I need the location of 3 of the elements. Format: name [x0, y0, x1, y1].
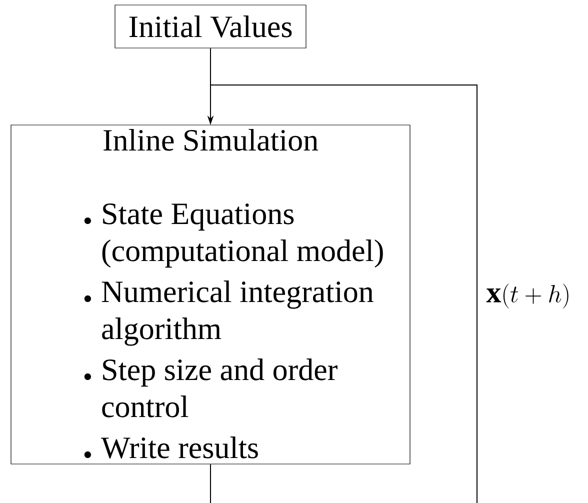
process-box: Inline Simulation State Equations (computational model) Numerical integration algorithm Step size and order control Write results	[10, 124, 410, 464]
edge-label: $\mathbf{x}(t+h)$	[485, 282, 572, 310]
process-box: Initial Values	[114, 4, 306, 48]
